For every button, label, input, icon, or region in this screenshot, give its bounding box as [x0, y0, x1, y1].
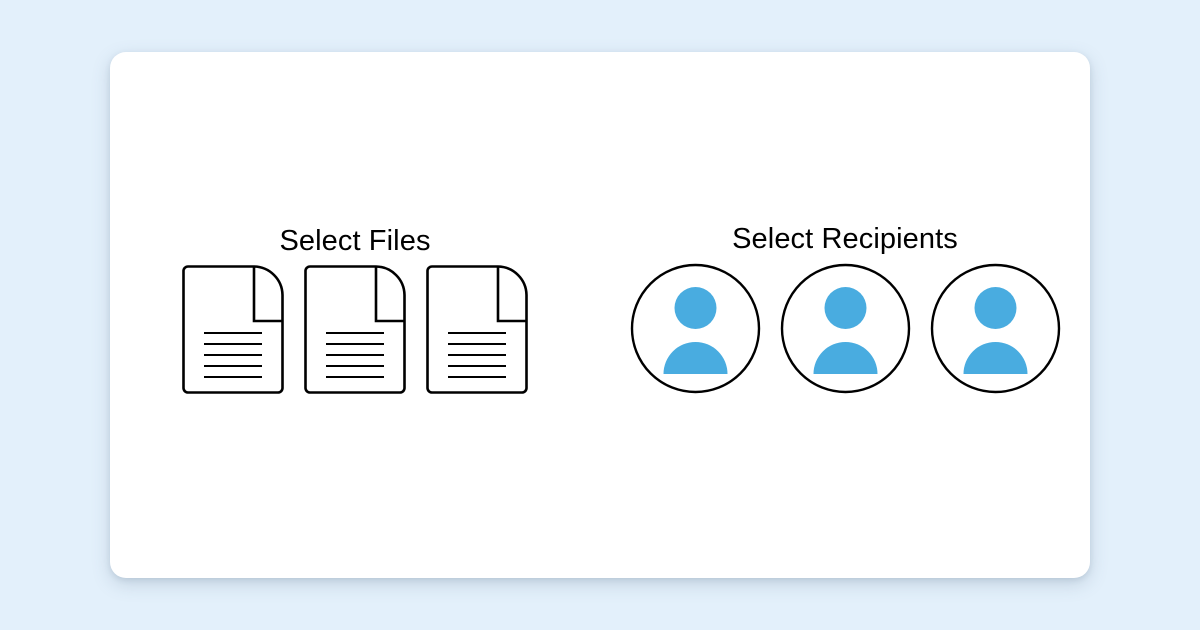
select-recipients-title: Select Recipients — [732, 223, 958, 255]
file-icon-row — [110, 265, 600, 394]
recipient-item-2[interactable] — [780, 263, 911, 394]
select-recipients-panel: Select Recipients — [600, 52, 1090, 578]
select-files-title: Select Files — [279, 225, 431, 257]
main-card: Select Files — [110, 52, 1090, 578]
recipient-icon-row — [600, 263, 1090, 394]
select-files-panel: Select Files — [110, 52, 600, 578]
file-item-3[interactable] — [426, 265, 528, 394]
recipient-item-1[interactable] — [630, 263, 761, 394]
recipient-item-3[interactable] — [930, 263, 1061, 394]
file-item-1[interactable] — [182, 265, 284, 394]
file-item-2[interactable] — [304, 265, 406, 394]
